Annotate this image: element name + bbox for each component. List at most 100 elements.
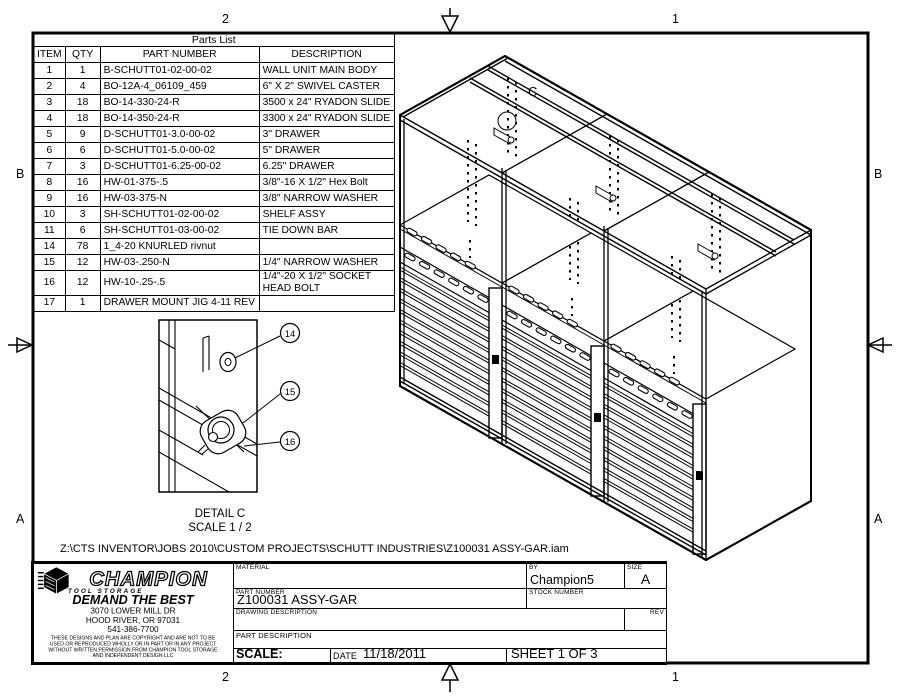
parts-list-cell: 78 xyxy=(64,238,101,256)
parts-list-table: Parts List ITEM QTY PART NUMBER DESCRIPT… xyxy=(33,32,395,312)
parts-list-cell: 1/4" NARROW WASHER xyxy=(258,254,395,272)
zone-label-right-lower: A xyxy=(874,512,883,526)
col-header-part-number: PART NUMBER xyxy=(99,46,260,64)
parts-list-cell: 16 xyxy=(33,270,66,296)
parts-list-cell: 3/8" NARROW WASHER xyxy=(258,190,395,208)
parts-list-cell: 6 xyxy=(33,142,66,160)
parts-list-cell xyxy=(258,294,395,312)
parts-list-cell: 3500 x 24" RYADON SLIDE xyxy=(258,94,395,112)
parts-list-cell: 1 xyxy=(33,62,66,80)
parts-list-cell: D-SCHUTT01-3.0-00-02 xyxy=(99,126,260,144)
parts-list-cell: 12 xyxy=(64,270,101,296)
parts-list-cell: 7 xyxy=(33,158,66,176)
logo-copyright-line4: AND INDEPENDENT DESIGN LLC xyxy=(93,653,174,659)
stock-number-label: STOCK NUMBER xyxy=(529,589,584,596)
sheet-value: SHEET 1 OF 3 xyxy=(511,646,598,661)
parts-list-cell: 1/4"-20 X 1/2" SOCKET HEAD BOLT xyxy=(258,270,395,296)
parts-list-cell: 6 xyxy=(64,222,101,240)
center-arrow-right-icon xyxy=(866,336,892,354)
parts-list-cell: 4 xyxy=(64,78,101,96)
parts-list-cell: 1 xyxy=(64,62,101,80)
balloon-14: 14 xyxy=(234,322,301,359)
part-description-cell: PART DESCRIPTION xyxy=(233,630,667,649)
parts-list-cell: 3300 x 24" RYADON SLIDE xyxy=(258,110,395,128)
size-value: A xyxy=(640,571,651,587)
parts-list-cell: 1 xyxy=(64,294,101,312)
scale-cell: SCALE: xyxy=(233,647,331,663)
parts-list-cell: D-SCHUTT01-5.0-00-02 xyxy=(99,142,260,160)
parts-list-cell: 3 xyxy=(64,206,101,224)
stock-number-cell: STOCK NUMBER xyxy=(526,588,667,609)
zone-label-top-right: 1 xyxy=(672,12,679,26)
parts-list-title: Parts List xyxy=(33,32,395,48)
material-label: MATERIAL xyxy=(236,564,270,571)
parts-list-cell: 18 xyxy=(64,110,101,128)
parts-list-cell: 8 xyxy=(33,174,66,192)
detail-c-marker: C xyxy=(528,84,537,99)
by-cell: BY Champion5 xyxy=(526,563,625,589)
detail-c-circle xyxy=(497,111,517,131)
col-header-description: DESCRIPTION xyxy=(258,46,395,64)
logo-copyright-line1: THESE DESIGNS AND PLAN ARE COPYRIGHT AND… xyxy=(51,636,216,642)
parts-list-cell: 12 xyxy=(64,254,101,272)
balloon-16: 16 xyxy=(243,430,301,452)
parts-list-cell: DRAWER MOUNT JIG 4-11 REV xyxy=(99,294,260,312)
rev-label: REV xyxy=(650,609,664,616)
zone-label-left-lower: A xyxy=(16,512,25,526)
parts-list-cell: WALL UNIT MAIN BODY xyxy=(258,62,395,80)
parts-list-cell: SH-SCHUTT01-03-00-02 xyxy=(99,222,260,240)
parts-list-cell: 16 xyxy=(64,190,101,208)
part-number-cell: PART NUMBER Z100031 ASSY-GAR xyxy=(233,588,527,609)
parts-list-cell: HW-03-.250-N xyxy=(99,254,260,272)
center-arrow-top-icon xyxy=(440,8,460,34)
parts-list-header-row: ITEM QTY PART NUMBER DESCRIPTION xyxy=(33,46,395,64)
parts-list-cell: 3 xyxy=(33,94,66,112)
balloon-15-number: 15 xyxy=(285,387,296,398)
logo-tagline: DEMAND THE BEST xyxy=(72,593,194,607)
size-label: SIZE xyxy=(627,564,643,571)
title-block: CHAMPION TOOL STORAGE DEMAND THE BEST 30… xyxy=(31,561,667,665)
parts-list-cell: BO-12A-4_06109_459 xyxy=(99,78,260,96)
detail-view-scale: SCALE 1 / 2 xyxy=(188,522,251,534)
parts-list-cell xyxy=(258,238,395,256)
cube-icon xyxy=(37,566,70,595)
parts-list-cell: B-SCHUTT01-02-00-02 xyxy=(99,62,260,80)
parts-list-cell: BO-14-350-24-R xyxy=(99,110,260,128)
balloon-15: 15 xyxy=(242,380,301,424)
logo-division: TOOL STORAGE xyxy=(68,588,144,595)
date-label: DATE xyxy=(333,651,358,661)
balloon-16-number: 16 xyxy=(285,437,296,448)
parts-list-cell: 3" DRAWER xyxy=(258,126,395,144)
zone-label-right-upper: B xyxy=(874,167,883,181)
detail-view-label: DETAIL C xyxy=(195,508,245,520)
parts-list-cell: 5 xyxy=(33,126,66,144)
parts-list-cell: 4 xyxy=(33,110,66,128)
zone-label-bottom-left: 2 xyxy=(222,670,229,684)
logo-address-line1: 3070 LOWER MILL DR xyxy=(90,606,175,615)
sheet-cell: SHEET 1 OF 3 xyxy=(506,646,667,663)
scale-label: SCALE: xyxy=(236,647,283,661)
logo-phone: 541-386-7700 xyxy=(107,625,159,634)
rev-cell: REV xyxy=(624,608,667,631)
parts-list-cell: 1_4-20 KNURLED rivnut xyxy=(99,238,260,256)
cabinet-assembly-view: C xyxy=(399,54,812,562)
parts-list-cell: 6.25" DRAWER xyxy=(258,158,395,176)
col-header-qty: QTY xyxy=(64,46,101,64)
by-label: BY xyxy=(529,564,539,571)
logo-address-line2: HOOD RIVER, OR 97031 xyxy=(86,616,181,625)
by-value: Champion5 xyxy=(530,573,594,587)
material-cell: MATERIAL xyxy=(233,563,527,589)
part-number-value: Z100031 ASSY-GAR xyxy=(237,592,358,607)
parts-list-cell: 17 xyxy=(33,294,66,312)
